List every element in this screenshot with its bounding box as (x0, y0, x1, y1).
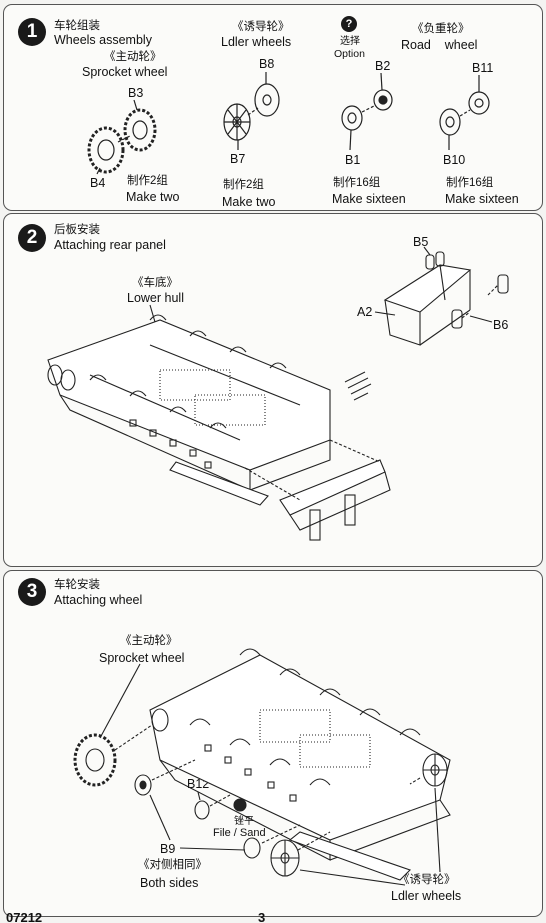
option-label-en: Option (334, 48, 365, 60)
assembly-arrow-icon (344, 371, 372, 401)
part-b1: B1 (345, 153, 361, 167)
part-b2: B2 (375, 59, 391, 73)
idler-label-cn: 《诱导轮》 (232, 21, 290, 33)
file-sand-icon (233, 798, 247, 812)
step-3-number: 3 (18, 578, 46, 606)
idler-wheel-icon (270, 753, 448, 886)
part-b9: B9 (160, 842, 176, 856)
lower-hull-icon (47, 314, 331, 506)
qty-road-en: Make sixteen (332, 192, 406, 206)
part-b11: B11 (472, 61, 494, 75)
part-b5: B5 (413, 235, 429, 249)
part-b3: B3 (128, 86, 144, 100)
qty-idler-en: Make two (222, 195, 276, 209)
road-wheel-icon (341, 72, 490, 151)
idler-label-en: Ldler wheels (221, 35, 292, 49)
idler-wheel-icon (223, 72, 280, 150)
step-3-title-cn: 车轮安装 (54, 579, 100, 591)
lower-hull-assembled-icon (149, 648, 451, 881)
step-2-hull-drawing (47, 246, 509, 541)
qty-road-alt-en: Make sixteen (445, 192, 519, 206)
step-1-wheel-drawings (87, 72, 490, 175)
step-2-title-cn: 后板安装 (54, 224, 100, 236)
sprocket-label-en: Sprocket wheel (82, 65, 168, 79)
step-2-title-en: Attaching rear panel (54, 238, 166, 252)
idler-3-label-en: Ldler wheels (391, 889, 462, 903)
sprocket-label-cn: 《主动轮》 (104, 51, 162, 63)
part-b10: B10 (443, 153, 466, 167)
sprocket-wheel-icon (73, 663, 153, 787)
option-icon: ? (341, 16, 357, 32)
sprocket-3-label-en: Sprocket wheel (99, 651, 185, 665)
option-label-cn: 选择 (340, 36, 360, 47)
page-number: 3 (258, 910, 266, 923)
sprocket-3-label-cn: 《主动轮》 (120, 635, 178, 647)
step-1-title-en: Wheels assembly (54, 33, 152, 47)
step-1-title-cn: 车轮组装 (54, 20, 100, 32)
road-wheel-label-en: Road wheel (401, 38, 478, 52)
rear-panel-parts-icon (374, 246, 509, 346)
qty-idler-cn: 制作2组 (223, 179, 264, 191)
part-b7: B7 (230, 152, 246, 166)
road-wheel-label-cn: 《负重轮》 (412, 23, 470, 35)
step-1-number: 1 (18, 18, 46, 46)
file-sand-label-cn: 锉平 (234, 816, 254, 827)
road-wheel-icon (134, 759, 301, 859)
step-1-panel (3, 4, 543, 211)
lower-hull-label-cn: 《车底》 (132, 277, 178, 289)
step-3-title-en: Attaching wheel (54, 593, 143, 607)
qty-sprocket-en: Make two (126, 190, 180, 204)
rear-panel-icon (244, 439, 391, 541)
sprocket-wheel-icon (87, 99, 157, 175)
both-sides-label-en: Both sides (140, 876, 199, 890)
qty-sprocket-cn: 制作2组 (127, 175, 168, 187)
part-b6: B6 (493, 318, 509, 332)
qty-road-cn: 制作16组 (333, 177, 381, 189)
file-sand-label-en: File / Sand (213, 827, 266, 839)
step-2-number: 2 (18, 224, 46, 252)
catalog-code: 07212 (6, 910, 43, 923)
qty-road-alt-cn: 制作16组 (446, 177, 494, 189)
part-b8: B8 (259, 57, 275, 71)
lower-hull-label-en: Lower hull (127, 291, 184, 305)
part-a2: A2 (357, 305, 373, 319)
both-sides-label-cn: 《对侧相同》 (138, 859, 207, 871)
idler-3-label-cn: 《诱导轮》 (398, 874, 456, 886)
part-b4: B4 (90, 176, 106, 190)
